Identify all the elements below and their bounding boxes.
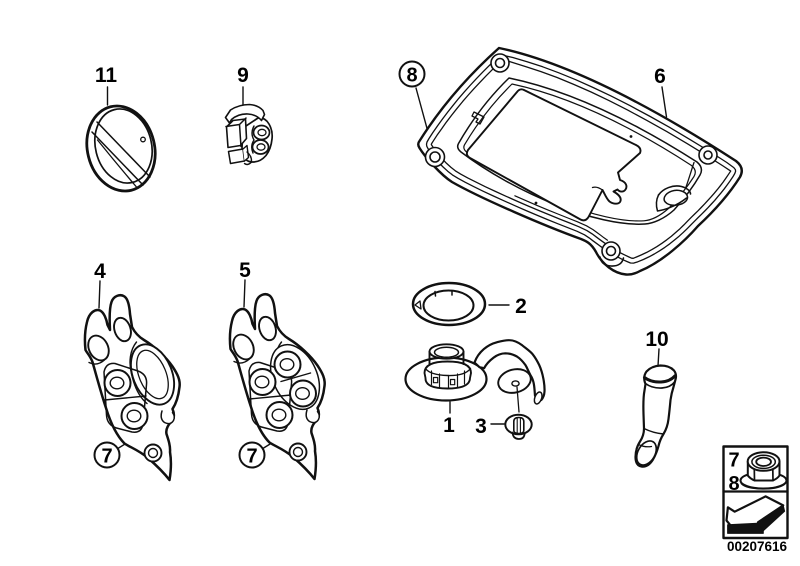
svg-text:9: 9 (237, 64, 249, 87)
svg-text:00207616: 00207616 (727, 539, 788, 554)
svg-text:5: 5 (239, 259, 251, 282)
svg-text:7: 7 (101, 446, 112, 468)
svg-text:8: 8 (406, 65, 417, 87)
svg-text:6: 6 (654, 65, 666, 88)
svg-text:4: 4 (94, 260, 106, 283)
svg-text:8: 8 (728, 473, 739, 495)
svg-text:7: 7 (728, 450, 739, 472)
svg-text:2: 2 (515, 295, 527, 318)
svg-text:10: 10 (645, 328, 668, 351)
svg-text:3: 3 (475, 415, 487, 438)
svg-text:11: 11 (95, 64, 118, 87)
svg-text:7: 7 (246, 446, 257, 468)
svg-text:1: 1 (443, 414, 455, 437)
